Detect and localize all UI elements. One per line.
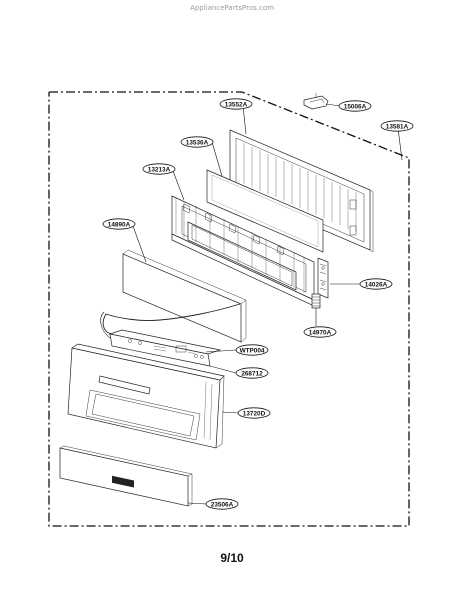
- part-15006A-latch: [303, 93, 329, 110]
- label-15006A-text: 15006A: [344, 103, 367, 110]
- watermark-text: AppliancePartsPros.com: [190, 4, 274, 12]
- label-13213A: 13213A: [142, 163, 176, 175]
- label-14890A: 14890A: [102, 218, 136, 230]
- part-14890A-inner-panel: [122, 249, 247, 343]
- page-number: 9/10: [220, 551, 244, 565]
- label-13720D-text: 13720D: [243, 410, 266, 417]
- label-268712-text: 268712: [241, 370, 263, 377]
- label-268712: 268712: [235, 367, 269, 379]
- label-13581A-text: 13581A: [386, 123, 409, 130]
- label-14890A-text: 14890A: [108, 221, 131, 228]
- part-13213A-door-frame: [171, 195, 315, 307]
- label-14970A-text: 14970A: [309, 329, 332, 336]
- label-13581A: 13581A: [380, 120, 414, 132]
- wire-harness: [102, 303, 241, 335]
- label-14970A: 14970A: [303, 326, 337, 338]
- label-23506A-text: 23506A: [211, 501, 234, 508]
- label-13213A-text: 13213A: [148, 166, 171, 173]
- label-13552A-text: 13552A: [225, 101, 248, 108]
- part-13720D-door-front: [67, 343, 225, 449]
- label-WTP004-text: WTP004: [240, 347, 265, 354]
- label-15006A: 15006A: [338, 100, 372, 112]
- label-14026A: 14026A: [359, 278, 393, 290]
- part-14970A-spring: [311, 293, 321, 309]
- part-23506A-trim-strip: [59, 445, 193, 507]
- part-13536A-glass-panel: [206, 169, 324, 253]
- label-13536A-text: 13536A: [186, 139, 209, 146]
- label-13536A: 13536A: [180, 136, 214, 148]
- leader-lines: [132, 103, 403, 505]
- assembly-boundary: [48, 91, 410, 527]
- part-14026A-bracket: [317, 257, 329, 299]
- label-13720D: 13720D: [237, 407, 271, 419]
- part-13552A-choke-frame: [229, 129, 374, 253]
- label-WTP004: WTP004: [235, 344, 269, 356]
- label-14026A-text: 14026A: [365, 281, 388, 288]
- label-23506A: 23506A: [205, 498, 239, 510]
- label-13552A: 13552A: [219, 98, 253, 110]
